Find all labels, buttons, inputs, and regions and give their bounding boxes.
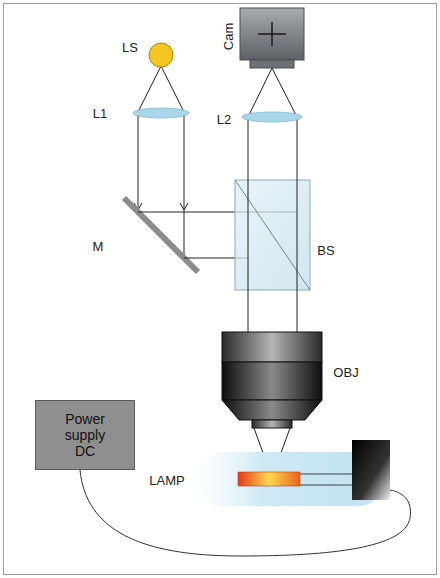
lens-symbol xyxy=(133,108,189,118)
beam-splitter-surface xyxy=(235,180,310,290)
light-ray xyxy=(161,66,184,112)
mirror-label: M xyxy=(93,240,104,253)
objective-body xyxy=(222,362,322,400)
lens-symbol xyxy=(242,112,302,122)
lamp-filament xyxy=(238,472,300,486)
beam-splitter-cube xyxy=(235,180,310,290)
camera-mount xyxy=(250,60,294,68)
light-ray xyxy=(248,68,272,117)
power-wire xyxy=(80,470,410,556)
mirror-symbol xyxy=(124,198,198,272)
light-ray xyxy=(248,117,249,332)
light-ray xyxy=(138,114,139,212)
beam-splitter-label: BS xyxy=(317,244,334,257)
box-label: Power supply DC xyxy=(54,411,116,459)
light-ray xyxy=(297,117,298,332)
camera-label: Cam xyxy=(222,22,235,49)
lamp-electrode xyxy=(298,474,356,475)
crosshair-symbol xyxy=(258,33,286,35)
lamp-electrode xyxy=(298,485,356,486)
figure-frame xyxy=(4,4,437,575)
objective-label: OBJ xyxy=(333,366,358,379)
light-source-symbol xyxy=(149,43,173,67)
camera-body xyxy=(240,8,304,60)
lens-label: L1 xyxy=(93,107,107,120)
light-ray xyxy=(184,114,185,258)
ray-arrow xyxy=(180,203,188,210)
lens-label: L2 xyxy=(217,113,231,126)
lamp-label: LAMP xyxy=(149,474,184,487)
objective-tip xyxy=(252,420,292,428)
objective-nose xyxy=(222,400,322,420)
light-ray xyxy=(138,66,161,112)
light-ray xyxy=(272,68,297,117)
lamp-base xyxy=(352,440,390,500)
light-source-label: LS xyxy=(122,41,138,54)
power-supply-box: Power supply DC xyxy=(35,400,135,470)
objective-body xyxy=(222,332,322,362)
